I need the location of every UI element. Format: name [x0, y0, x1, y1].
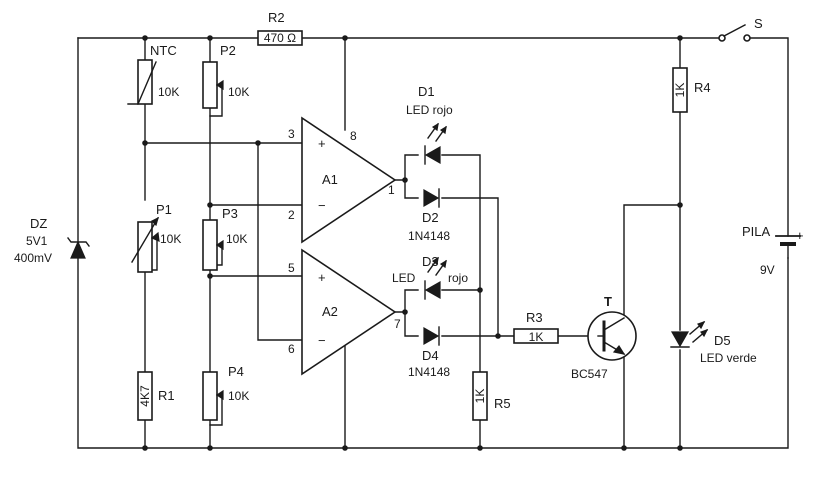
r4-value: 1K	[673, 83, 687, 98]
potentiometer-p4: P4 10K	[202, 364, 249, 421]
a2-plus: +	[318, 270, 326, 285]
p2-value: 10K	[228, 85, 249, 99]
a1-pin8: 8	[350, 129, 357, 143]
t-label: T	[604, 294, 612, 309]
r3-value: 1K	[529, 330, 544, 344]
p3-value: 10K	[226, 232, 247, 246]
potentiometer-p1: P1 10K	[131, 202, 181, 273]
a2-label: A2	[322, 304, 338, 319]
r1-label: R1	[158, 388, 175, 403]
a2-minus: −	[318, 333, 326, 348]
d2-label: D2	[422, 210, 439, 225]
pila-plus: +	[796, 228, 804, 243]
r1-value: 4K7	[138, 385, 152, 407]
resistor-r2: 470 Ω R2	[257, 10, 303, 46]
zener-dz: DZ 5V1 400mV	[14, 216, 90, 265]
transistor-t: T BC547	[571, 294, 637, 381]
dz-line2: 400mV	[14, 251, 52, 265]
p3-label: P3	[222, 206, 238, 221]
dz-line1: 5V1	[26, 234, 48, 248]
resistor-r4: 1K R4	[672, 67, 711, 113]
ntc-value: 10K	[158, 85, 179, 99]
resistor-r5: 1K R5	[472, 371, 511, 421]
r5-value: 1K	[473, 389, 487, 404]
diode-d4: D4 1N4148	[408, 326, 450, 379]
a1-pin2: 2	[288, 208, 295, 222]
switch-s: S	[718, 16, 763, 42]
junction-dots	[142, 35, 683, 451]
d3-label: D3	[422, 254, 439, 269]
resistor-r3: 1K R3	[513, 310, 559, 344]
d1-label: D1	[418, 84, 435, 99]
resistor-r1: 4K7 R1	[137, 371, 175, 421]
a2-pin6: 6	[288, 342, 295, 356]
d4-label: D4	[422, 348, 439, 363]
p4-value: 10K	[228, 389, 249, 403]
t-type: BC547	[571, 367, 608, 381]
d2-desc: 1N4148	[408, 229, 450, 243]
opamp-a2: + − A2 5 6 7	[288, 248, 401, 376]
diode-d2: D2 1N4148	[408, 188, 450, 243]
r2-label: R2	[268, 10, 285, 25]
r4-label: R4	[694, 80, 711, 95]
led-d3: D3 LED rojo	[392, 254, 468, 300]
d5-label: D5	[714, 333, 731, 348]
potentiometer-p2: P2 10K	[202, 43, 249, 109]
opamp-a1: + − A1 3 2 1 8	[288, 116, 397, 244]
d1-desc: LED rojo	[406, 103, 453, 117]
a1-label: A1	[322, 172, 338, 187]
p2-label: P2	[220, 43, 236, 58]
d3-desc-b: rojo	[448, 271, 468, 285]
r5-label: R5	[494, 396, 511, 411]
p4-label: P4	[228, 364, 244, 379]
thermistor-ntc: NTC 10K	[127, 43, 179, 105]
potentiometer-p3: P3 10K	[202, 206, 247, 271]
a1-pin3: 3	[288, 127, 295, 141]
ntc-label: NTC	[150, 43, 177, 58]
dz-label: DZ	[30, 216, 47, 231]
a1-pin1: 1	[388, 183, 395, 197]
r3-label: R3	[526, 310, 543, 325]
pila-label: PILA	[742, 224, 771, 239]
a2-pin5: 5	[288, 261, 295, 275]
a1-plus: +	[318, 136, 326, 151]
battery-pila: + PILA 9V	[742, 224, 804, 277]
pila-value: 9V	[760, 263, 775, 277]
r2-value: 470 Ω	[264, 31, 296, 45]
led-d5: D5 LED verde	[670, 320, 757, 365]
a1-minus: −	[318, 198, 326, 213]
led-d1: D1 LED rojo	[406, 84, 453, 165]
switch-label: S	[754, 16, 763, 31]
d3-desc-a: LED	[392, 271, 416, 285]
a2-pin7: 7	[394, 317, 401, 331]
p1-label: P1	[156, 202, 172, 217]
p1-value: 10K	[160, 232, 181, 246]
d4-desc: 1N4148	[408, 365, 450, 379]
d5-desc: LED verde	[700, 351, 757, 365]
